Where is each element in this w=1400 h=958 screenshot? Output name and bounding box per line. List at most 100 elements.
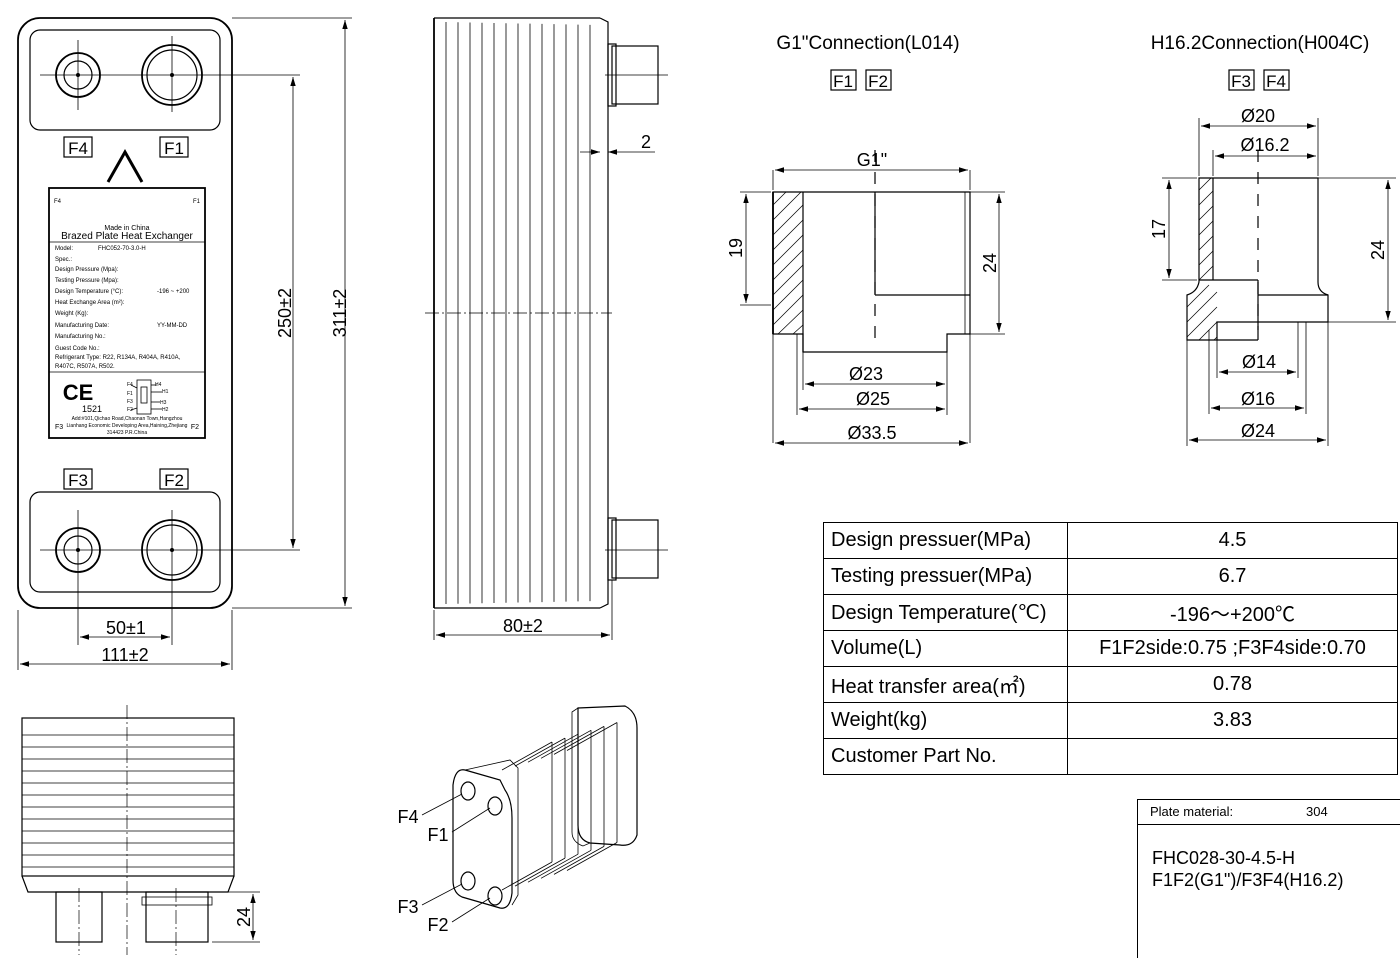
nameplate-area: Heat Exchange Area (m²): [55,300,125,306]
spec-label: Testing pressuer(MPa) [823,558,1068,595]
dim-depth: 80±2 [503,616,543,636]
iso-sheet-line [553,726,605,755]
nameplate-refrigerant-1: Refrigerant Type: R22, R134A, R404A, R41… [55,355,181,361]
spec-row: Weight(kg)3.83 [823,702,1398,739]
spec-label: Heat transfer area(㎡) [823,666,1068,703]
dim-stub: 24 [234,907,254,927]
direction-chevron-icon [106,148,144,183]
label-f4: F4 [68,139,88,158]
iso-sheet-line [527,733,579,763]
spec-value: -196～+200℃ [1067,594,1398,631]
spec-row: Heat transfer area(㎡)0.78 [823,666,1398,703]
spec-label: Volume(L) [823,630,1068,667]
iso-label-f3: F3 [397,897,418,917]
bottom-port-panel [29,491,221,593]
nameplate: F4 F1 Made in China Brazed Plate Heat Ex… [48,187,206,439]
dim-gap: 2 [641,132,651,152]
connection-spec: F1F2(G1")/F3F4(H16.2) [1152,870,1344,890]
spec-value: F1F2side:0.75 ;F3F4side:0.70 [1067,630,1398,667]
iso-sheet-line [514,857,566,887]
iso-sheet-line [566,842,618,871]
model-number: FHC028-30-4.5-H [1152,848,1296,868]
nameplate-corner-f4: F4 [54,199,62,205]
nameplate-corner-f3: F3 [55,424,63,431]
spec-value [1067,738,1398,775]
spec-value: 3.83 [1067,702,1398,739]
iso-sheet-line [501,861,553,891]
spec-row: Testing pressuer(MPa)6.7 [823,558,1398,595]
h16-connection-title: H16.2Connection(H004C) [1151,33,1370,54]
svg-text:H3: H3 [160,400,167,406]
g1-dim-24: 24 [980,253,1000,273]
iso-sheet-line [540,849,592,879]
nameplate-testing-pressure: Testing Pressure (Mpa): [55,278,119,284]
nameplate-addr-2: Lianhang Economic Developing Area,Hainin… [67,423,188,429]
g1-thread-label: G1" [857,150,887,170]
nameplate-model-label: Model: [55,246,73,252]
nameplate-ce-number: 1521 [82,404,102,414]
iso-sheet-line [527,853,579,883]
nameplate-made-in: Made in China [104,225,149,232]
dim-height-inner: 250±2 [275,288,295,338]
nameplate-addr-1: Add:#101,Qichao Road,Chaonan Town,Hangzh… [72,416,183,422]
spec-row: Volume(L)F1F2side:0.75 ;F3F4side:0.70 [823,630,1398,667]
iso-sheet-line [540,729,592,759]
spec-label: Design pressuer(MPa) [823,522,1068,559]
g1-hatch [772,191,804,335]
h16-port-f4: F4 [1266,72,1286,91]
nameplate-mfg-date-value: YY-MM-DD [157,323,188,329]
svg-text:F2: F2 [127,407,133,413]
plate-material-label: Plate material: [1150,804,1234,819]
side-view: 2 80±2 [425,17,668,640]
nameplate-mfg-no: Manufacturing No.: [55,334,106,340]
title-block: Plate material: 304 FHC028-30-4.5-H F1F2(… [1137,799,1400,958]
nameplate-addr-3: 314423 P.R.China [107,430,147,436]
nameplate-design-temp-value: -196 ~ +200 [157,289,190,295]
h16-dim-d14: Ø14 [1242,352,1276,372]
nameplate-guest-code: Guest Code No.: [55,346,100,352]
bottom-view: 24 [21,705,260,955]
h16-port-f3: F3 [1231,72,1251,91]
nameplate-corner-f1: F1 [193,199,201,205]
svg-text:F4: F4 [127,382,133,388]
dim-port-spacing: 50±1 [106,618,146,638]
svg-text:H4: H4 [155,382,162,388]
spec-row: Design pressuer(MPa)4.5 [823,522,1398,559]
spec-row: Customer Part No. [823,738,1398,775]
plate-material-value: 304 [1306,804,1328,819]
h16-dim-d16-2: Ø16.2 [1240,135,1289,155]
isometric-view: F4 F1 F3 F2 [397,705,638,935]
svg-text:F1: F1 [127,391,133,397]
nameplate-mfg-date-label: Manufacturing Date: [55,323,109,329]
spec-value: 4.5 [1067,522,1398,559]
label-f3: F3 [68,471,88,490]
g1-connection-title: G1"Connection(L014) [776,33,959,54]
spec-label: Weight(kg) [823,702,1068,739]
label-f2: F2 [164,471,184,490]
svg-text:F3: F3 [127,399,133,405]
h16-connection-section: H16.2Connection(H004C) F3 F4 [1149,33,1396,446]
h16-dim-d24: Ø24 [1241,421,1275,441]
iso-label-f2: F2 [427,915,448,935]
g1-port-f2: F2 [868,72,888,91]
iso-plate-sheets [501,722,618,891]
top-port-panel [29,29,221,131]
spec-value: 0.78 [1067,666,1398,703]
nameplate-spec: Spec.: [55,257,72,263]
svg-text:H1: H1 [162,389,169,395]
h16-dim-24: 24 [1368,240,1388,260]
g1-dim-19: 19 [726,238,746,258]
iso-label-f4: F4 [397,807,418,827]
iso-sheet-line [514,737,566,767]
spec-label: Customer Part No. [823,738,1068,775]
nameplate-design-pressure: Design Pressure (Mpa): [55,267,119,273]
bottom-plate-stack [22,734,234,868]
h16-dim-d16: Ø16 [1241,389,1275,409]
g1-dim-d25: Ø25 [856,389,890,409]
svg-text:H2: H2 [162,407,169,413]
dim-width: 111±2 [101,645,148,665]
nameplate-model-value: FHC052-70-3.0-H [98,246,146,252]
spec-label: Design Temperature(℃) [823,594,1068,631]
front-view: F4 F1 F3 F2 F4 F1 Made in China Brazed P… [17,17,352,670]
